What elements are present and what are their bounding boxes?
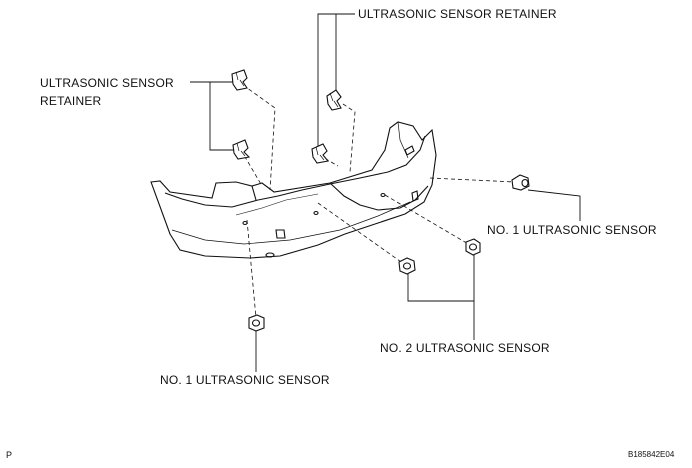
label-retainer-top: ULTRASONIC SENSOR RETAINER xyxy=(358,7,557,21)
leader-lines xyxy=(190,13,581,372)
no1-sensor-right xyxy=(511,174,530,191)
label-retainer-left-line1: ULTRASONIC SENSOR xyxy=(40,76,174,90)
rear-bumper-cover xyxy=(150,121,437,259)
no2-sensor-right xyxy=(465,238,481,256)
label-no2-sensor: NO. 2 ULTRASONIC SENSOR xyxy=(380,341,550,355)
retainer-left-bottom xyxy=(232,139,251,160)
label-no1-sensor-bottom: NO. 1 ULTRASONIC SENSOR xyxy=(160,373,330,387)
retainer-left-top xyxy=(231,69,248,91)
retainer-top-upper xyxy=(326,89,342,111)
corner-mark: P xyxy=(6,450,13,460)
no2-sensor-left xyxy=(398,257,416,275)
no1-sensor-bottom xyxy=(248,314,265,332)
label-no1-sensor-right: NO. 1 ULTRASONIC SENSOR xyxy=(487,223,657,237)
retainer-top-lower xyxy=(311,143,330,164)
figure-id: B185842E04 xyxy=(628,450,675,459)
label-retainer-left-line2: RETAINER xyxy=(40,94,102,108)
